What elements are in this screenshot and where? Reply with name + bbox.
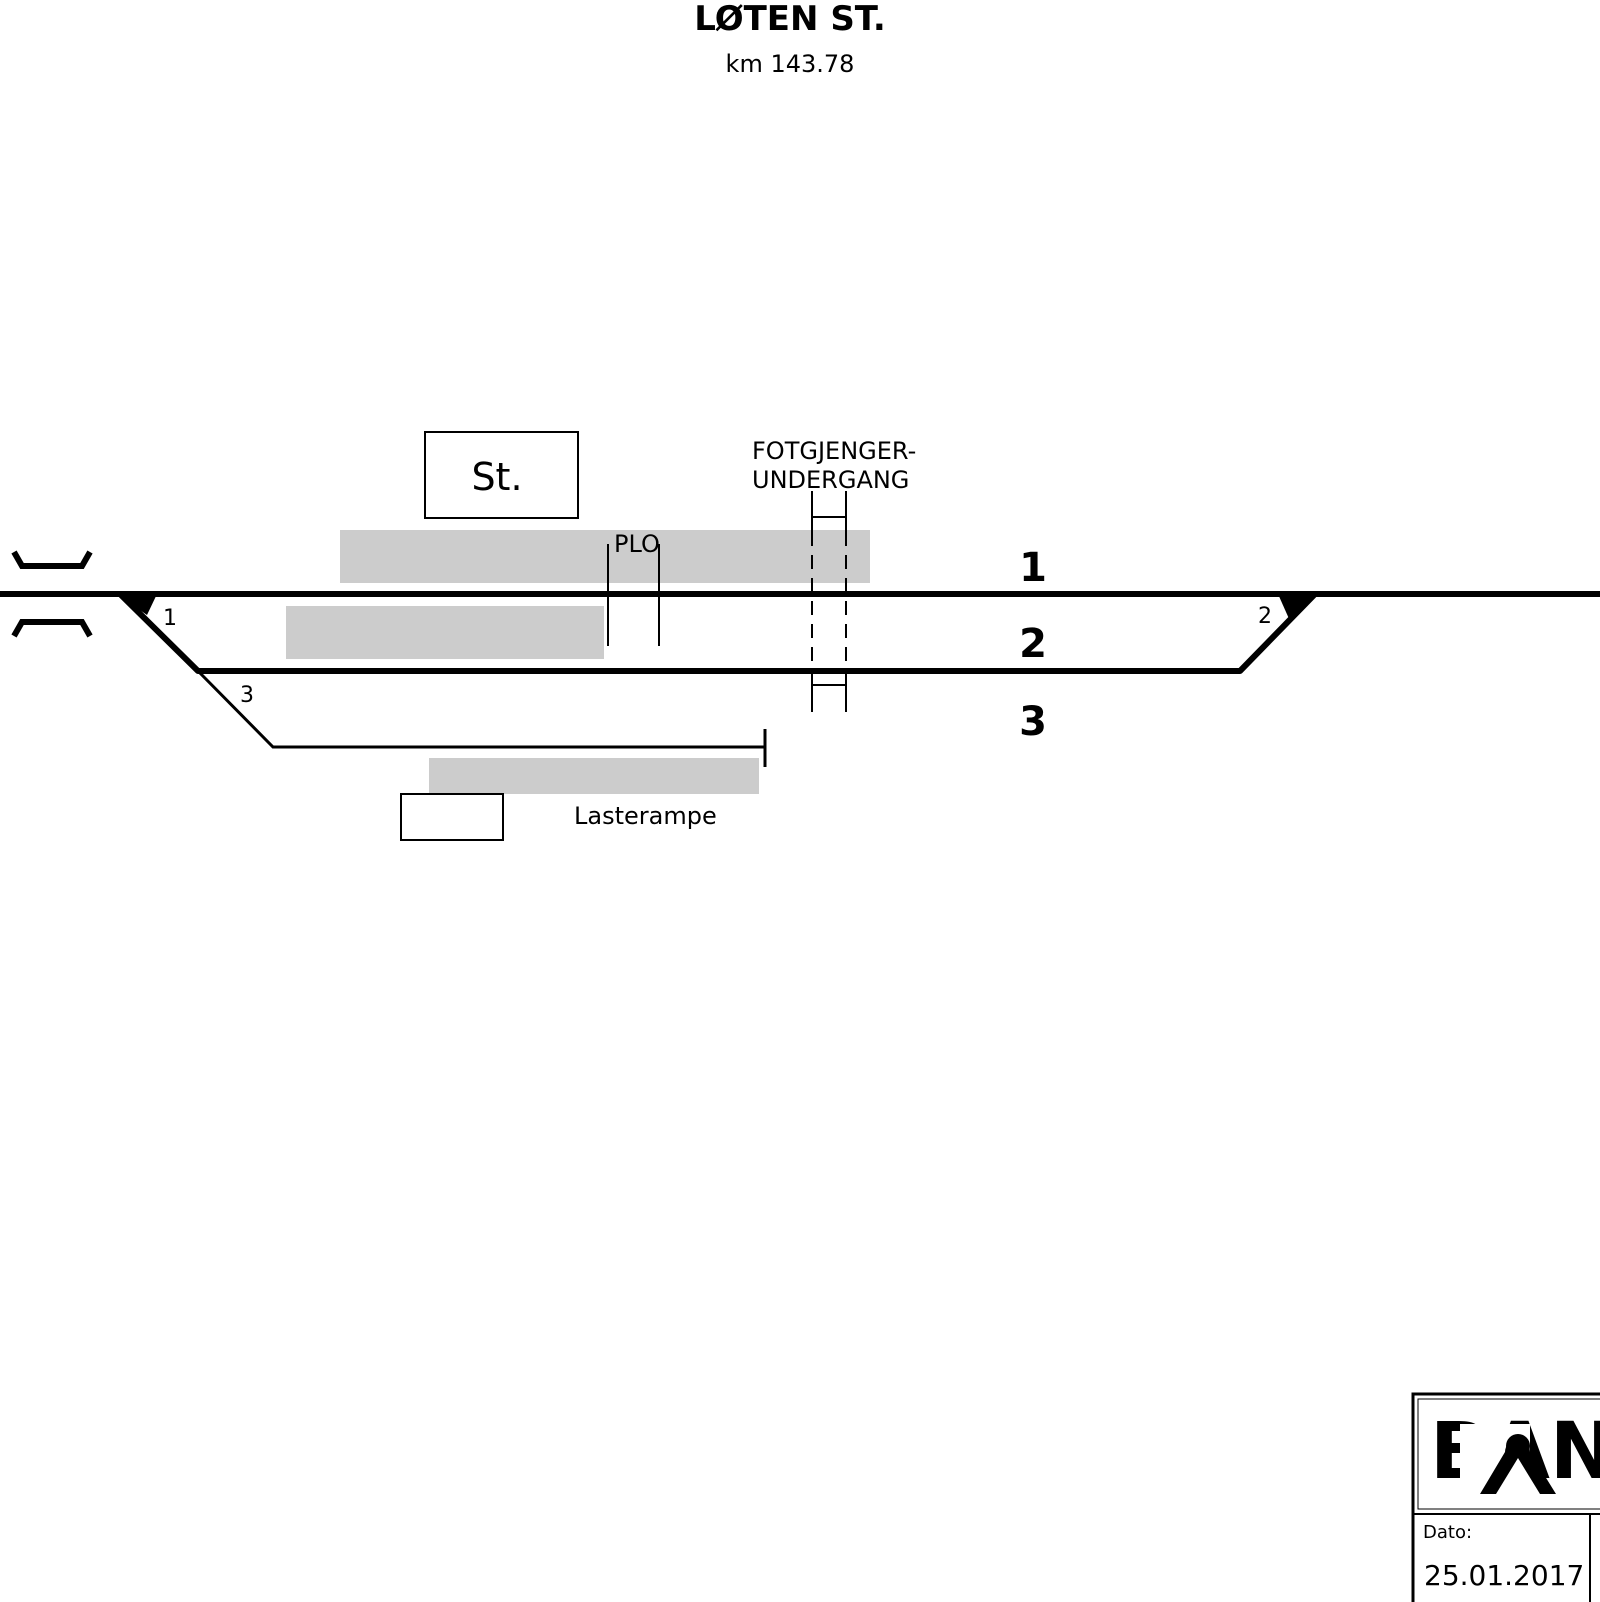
date-label: Dato:: [1423, 1522, 1472, 1543]
km-marker: km 143.78: [726, 50, 855, 78]
platform-track-3: [429, 758, 759, 794]
pedestrian-underpass: [811, 491, 847, 712]
underpass-label-line1: FOTGJENGER-: [752, 437, 916, 465]
track-2-number: 2: [1019, 621, 1047, 667]
station-building-box: [424, 431, 579, 519]
loading-ramp-label: Lasterampe: [574, 802, 717, 830]
track-3-number: 3: [1019, 699, 1047, 745]
switch-1-number: 1: [163, 606, 177, 631]
track-2-line: [117, 591, 1318, 674]
switch-2-number: 2: [1258, 604, 1272, 629]
date-value: 25.01.2017: [1424, 1559, 1584, 1592]
platform-track-1: [340, 530, 870, 583]
company-logo: BAN: [1430, 1407, 1600, 1497]
loading-ramp-box: [400, 793, 504, 841]
station-title: LØTEN ST.: [694, 0, 886, 39]
switch-3-number: 3: [240, 683, 254, 708]
track-1-number: 1: [1019, 545, 1047, 591]
track-3-line: [196, 669, 765, 749]
switch-2-marker: [1278, 594, 1318, 621]
title-block: [1411, 1392, 1600, 1602]
plo-label: PLO: [614, 530, 660, 558]
switch-1-marker: [117, 594, 157, 615]
station-building-label: St.: [471, 455, 522, 499]
platform-track-2: [286, 606, 604, 659]
underpass-label-line2: UNDERGANG: [752, 466, 909, 494]
bridge-symbol: [11, 550, 93, 638]
tracks: [0, 591, 1600, 767]
